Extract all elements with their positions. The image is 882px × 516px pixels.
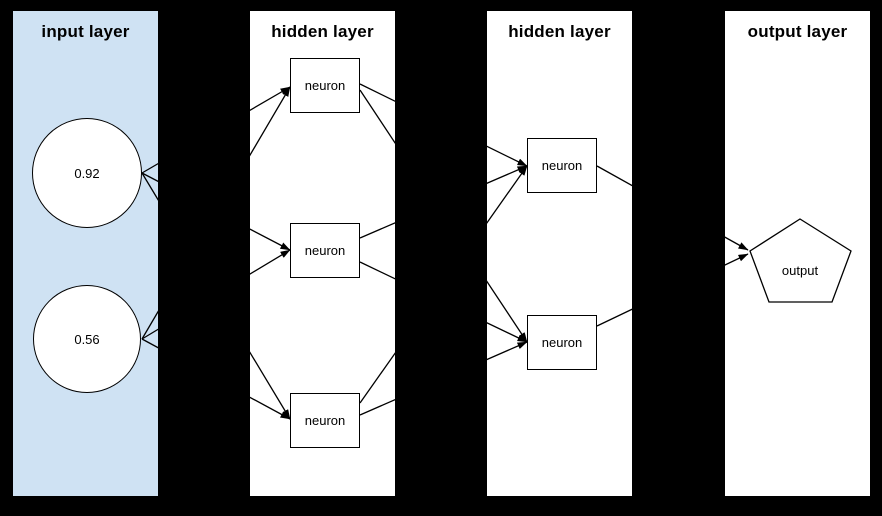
hidden1-neuron-3: neuron bbox=[290, 393, 360, 448]
hidden-layer-1-title: hidden layer bbox=[271, 22, 374, 41]
hidden2-neuron-1: neuron bbox=[527, 138, 597, 193]
hidden1-neuron-1-label: neuron bbox=[304, 78, 346, 93]
hidden-layer-2-panel: hidden layer bbox=[487, 11, 632, 496]
output-node-label: output bbox=[781, 263, 819, 278]
hidden1-neuron-3-label: neuron bbox=[304, 413, 346, 428]
input-node-2-value: 0.56 bbox=[74, 331, 100, 347]
hidden1-neuron-2-label: neuron bbox=[304, 243, 346, 258]
input-node-2: 0.56 bbox=[33, 285, 141, 393]
output-layer-panel: output layer bbox=[725, 11, 870, 496]
input-layer-panel: input layer bbox=[13, 11, 158, 496]
hidden2-neuron-2-label: neuron bbox=[541, 335, 583, 350]
hidden1-neuron-2: neuron bbox=[290, 223, 360, 278]
hidden2-neuron-2: neuron bbox=[527, 315, 597, 370]
output-layer-title: output layer bbox=[747, 22, 848, 41]
input-node-1-value: 0.92 bbox=[74, 165, 100, 181]
hidden2-neuron-1-label: neuron bbox=[541, 158, 583, 173]
input-layer-title: input layer bbox=[41, 22, 130, 41]
input-node-1: 0.92 bbox=[32, 118, 142, 228]
hidden1-neuron-1: neuron bbox=[290, 58, 360, 113]
hidden-layer-2-title: hidden layer bbox=[508, 22, 611, 41]
